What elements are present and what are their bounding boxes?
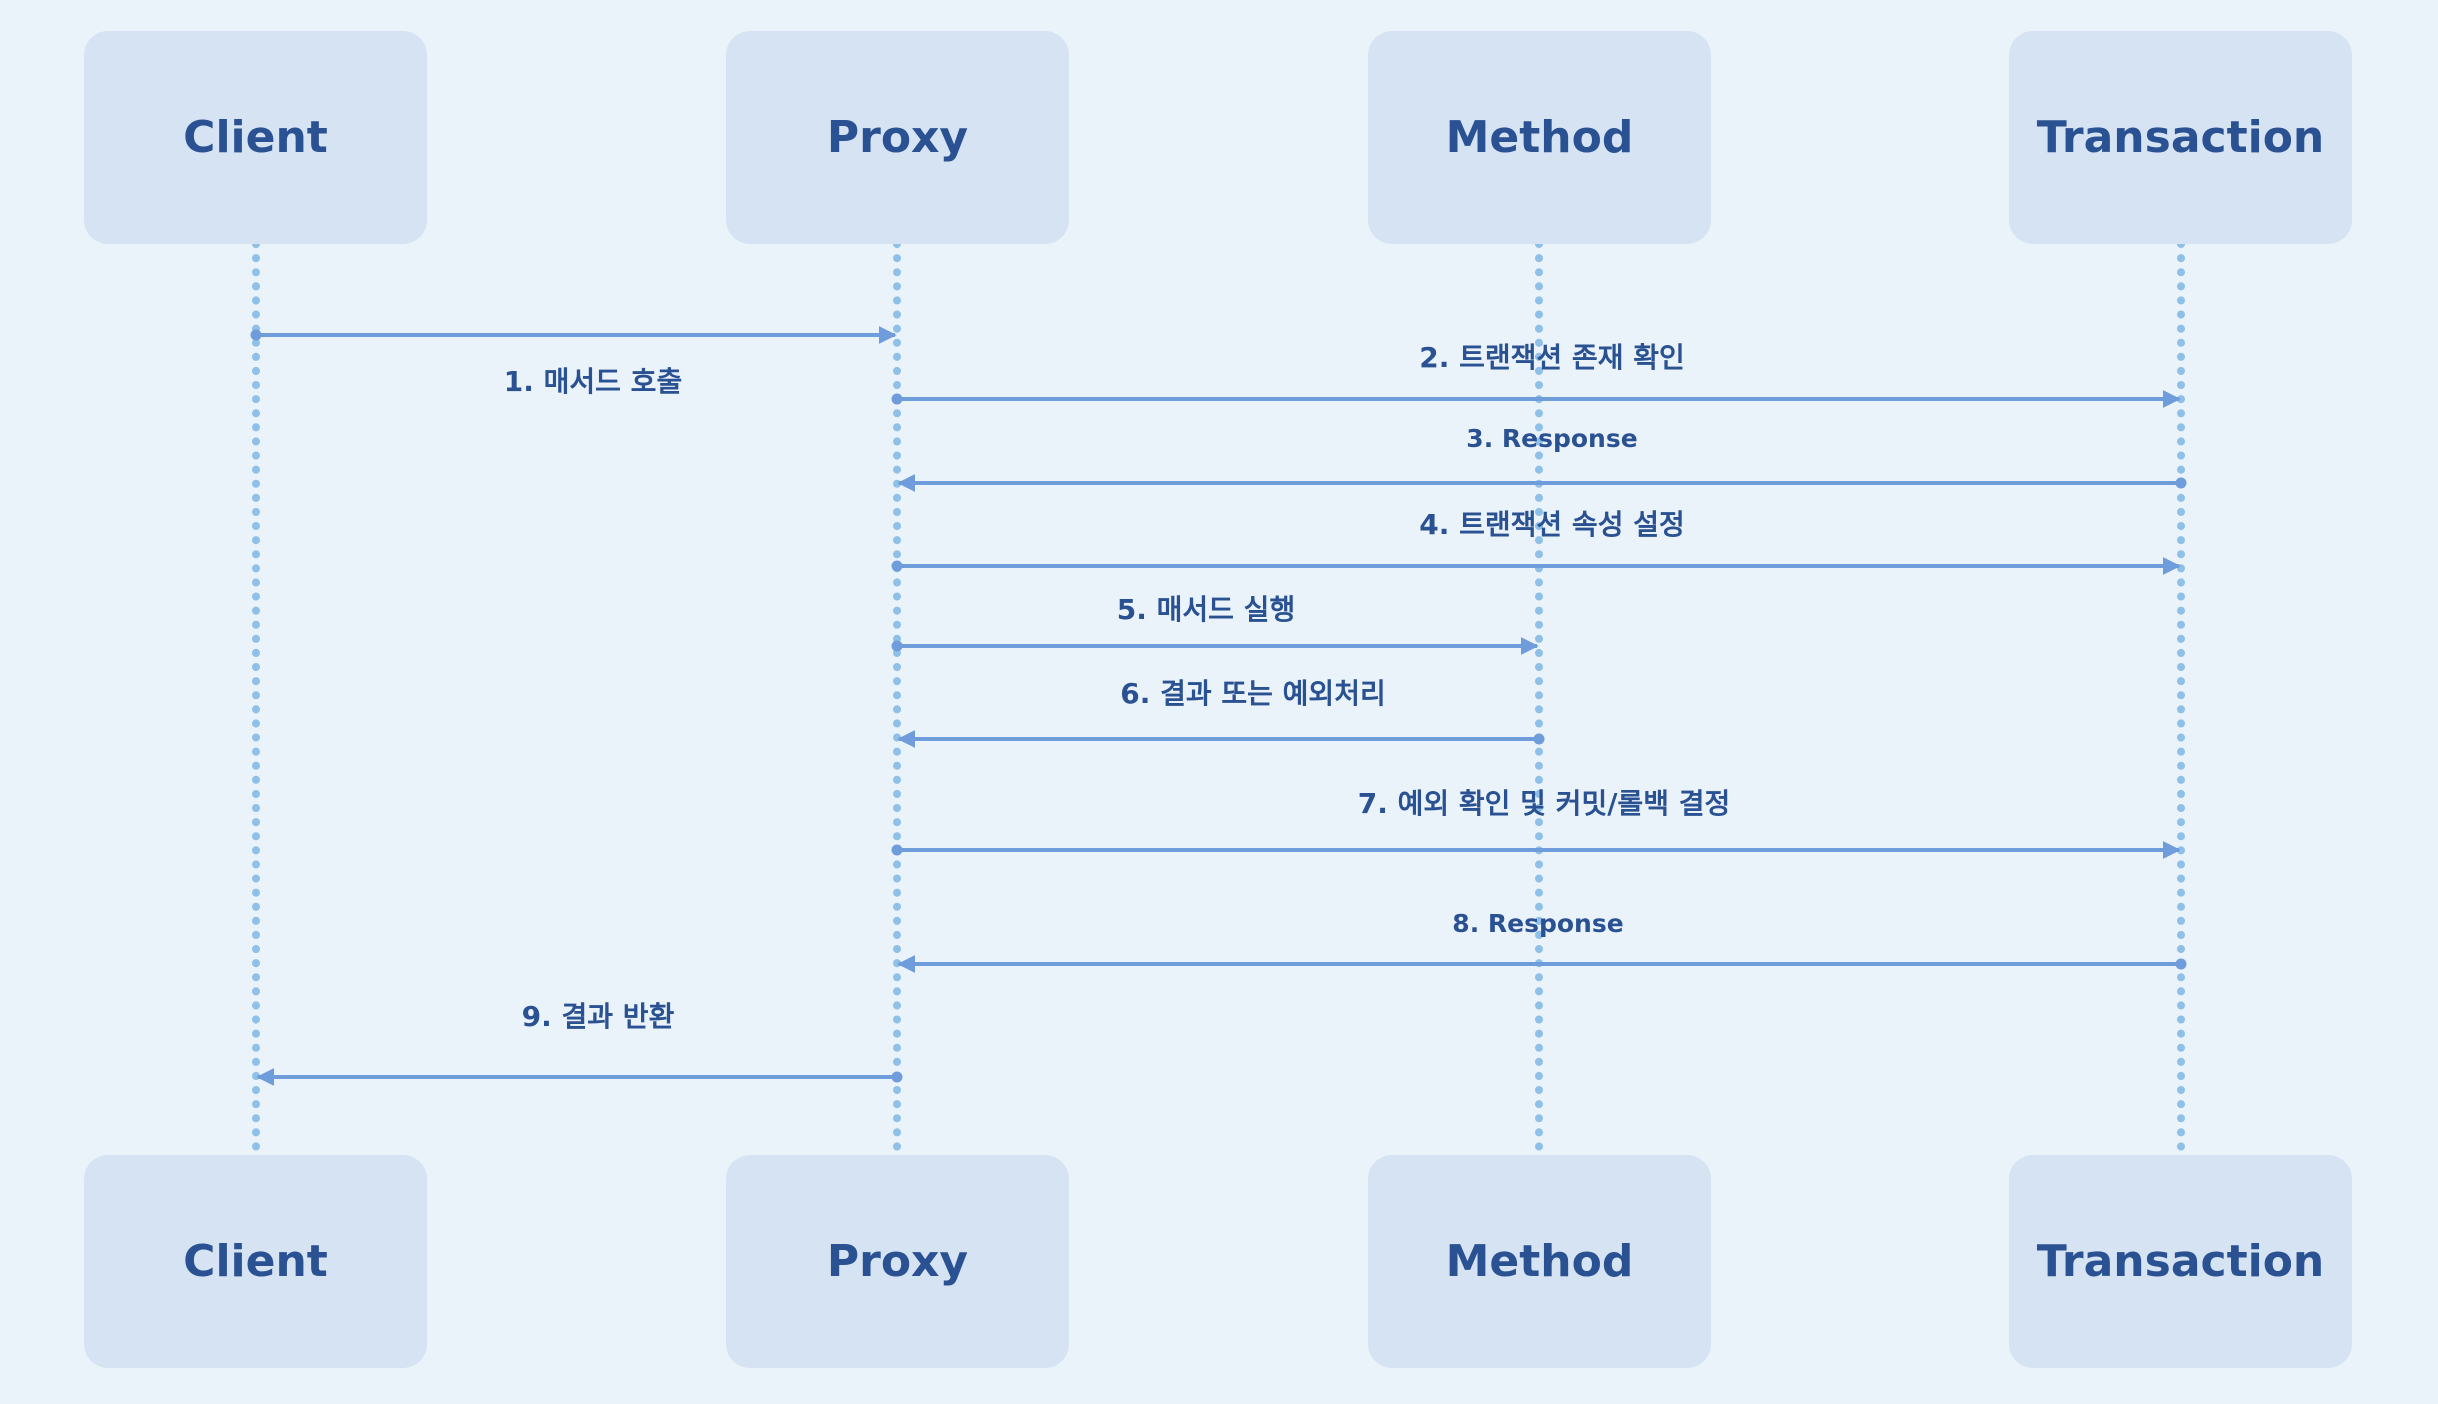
actor-label: Client (183, 112, 328, 163)
actor-box-client-bottom: Client (84, 1155, 427, 1368)
message-arrow-9 (256, 1068, 903, 1086)
actor-box-proxy-top: Proxy (726, 31, 1069, 244)
actor-box-transaction-bottom: Transaction (2009, 1155, 2352, 1368)
message-label-7: 7. 예외 확인 및 커밋/롤백 결정 (1357, 787, 1731, 820)
actor-box-client-top: Client (84, 31, 427, 244)
actor-label: Method (1445, 1236, 1634, 1287)
message-arrow-8 (897, 955, 2187, 973)
message-arrow-2 (891, 390, 2181, 408)
message-label-1: 1. 매서드 호출 (503, 365, 683, 398)
message-arrow-7 (891, 841, 2181, 859)
actor-box-method-top: Method (1368, 31, 1711, 244)
actor-label: Proxy (826, 1236, 969, 1287)
message-arrow-6 (897, 730, 1545, 748)
message-arrow-1 (250, 326, 897, 344)
message-label-8: 8. Response (1452, 909, 1624, 938)
actor-label: Transaction (2036, 112, 2325, 163)
message-arrow-3 (897, 474, 2187, 492)
actor-label: Transaction (2036, 1236, 2325, 1287)
actor-box-method-bottom: Method (1368, 1155, 1711, 1368)
message-label-6: 6. 결과 또는 예외처리 (1120, 677, 1386, 710)
message-label-3: 3. Response (1466, 424, 1638, 453)
actor-label: Client (183, 1236, 328, 1287)
actor-label: Proxy (826, 112, 969, 163)
actor-label: Method (1445, 112, 1634, 163)
message-arrow-4 (891, 557, 2181, 575)
message-label-5: 5. 매서드 실행 (1116, 593, 1296, 626)
message-label-9: 9. 결과 반환 (521, 1000, 675, 1033)
actor-box-proxy-bottom: Proxy (726, 1155, 1069, 1368)
actor-box-transaction-top: Transaction (2009, 31, 2352, 244)
message-label-2: 2. 트랜잭션 존재 확인 (1419, 341, 1685, 374)
message-arrow-5 (891, 637, 1539, 655)
message-label-4: 4. 트랜잭션 속성 설정 (1419, 508, 1685, 541)
